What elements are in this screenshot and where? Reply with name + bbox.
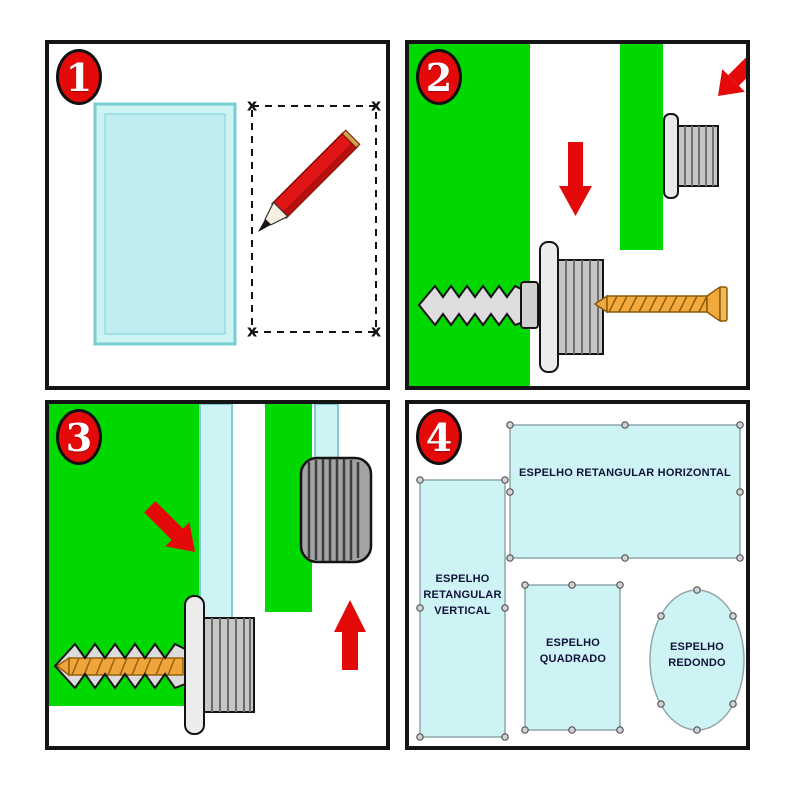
down-arrow-icon bbox=[559, 142, 592, 216]
fixing-dots bbox=[416, 421, 744, 741]
corner-x-mark: x bbox=[247, 322, 258, 341]
mirror-front-view bbox=[93, 102, 237, 346]
panel-2-illustration bbox=[409, 44, 746, 386]
up-arrow-icon bbox=[334, 600, 366, 670]
wall-stripe-right bbox=[620, 44, 663, 250]
mirror-horizontal-shape bbox=[509, 424, 741, 559]
fixing-bolt-top-icon bbox=[663, 113, 719, 199]
mirror-horizontal-label: ESPELHO RETANGULAR HORIZONTAL bbox=[519, 467, 731, 479]
panel-4-illustration bbox=[416, 421, 745, 741]
fixing-bolt-icon bbox=[184, 595, 255, 735]
mirror-vertical-label: ESPELHO RETANGULAR VERTICAL bbox=[423, 573, 502, 617]
mirror-square-shape bbox=[524, 584, 621, 731]
panel-step-1: 1 x x x x bbox=[45, 40, 390, 390]
mirror-edge-left bbox=[199, 404, 233, 623]
panel-step-3: 3 bbox=[45, 400, 390, 750]
fixing-bolt-icon bbox=[539, 241, 604, 373]
panel-step-2: 2 bbox=[405, 40, 750, 390]
screw-icon bbox=[593, 285, 728, 323]
panel-step-4: 4 ESP bbox=[405, 400, 750, 750]
wall-anchor-icon bbox=[417, 281, 539, 329]
panel-grid: 1 x x x x bbox=[45, 40, 750, 750]
step-4-badge: 4 bbox=[416, 409, 462, 465]
knurled-cap-icon bbox=[299, 456, 373, 564]
corner-x-mark: x bbox=[371, 322, 382, 341]
corner-x-mark: x bbox=[247, 96, 258, 115]
mirror-vertical-shape bbox=[419, 479, 506, 738]
mirror-square-label: ESPELHO QUADRADO bbox=[539, 637, 607, 665]
step-3-badge: 3 bbox=[56, 409, 102, 465]
diagonal-arrow-icon bbox=[144, 501, 195, 552]
panel-3-illustration bbox=[49, 404, 373, 735]
drill-outline-dashed bbox=[251, 105, 377, 333]
corner-x-mark: x bbox=[371, 96, 382, 115]
step-1-badge: 1 bbox=[56, 49, 102, 105]
mirror-round-label: ESPELHO REDONDO bbox=[668, 641, 726, 669]
step-2-badge: 2 bbox=[416, 49, 462, 105]
panel-1-illustration: x x x x bbox=[93, 96, 382, 346]
pencil-icon bbox=[258, 129, 361, 232]
diagonal-arrow-icon bbox=[718, 49, 746, 96]
anchor-cross-section-icon bbox=[53, 642, 186, 690]
